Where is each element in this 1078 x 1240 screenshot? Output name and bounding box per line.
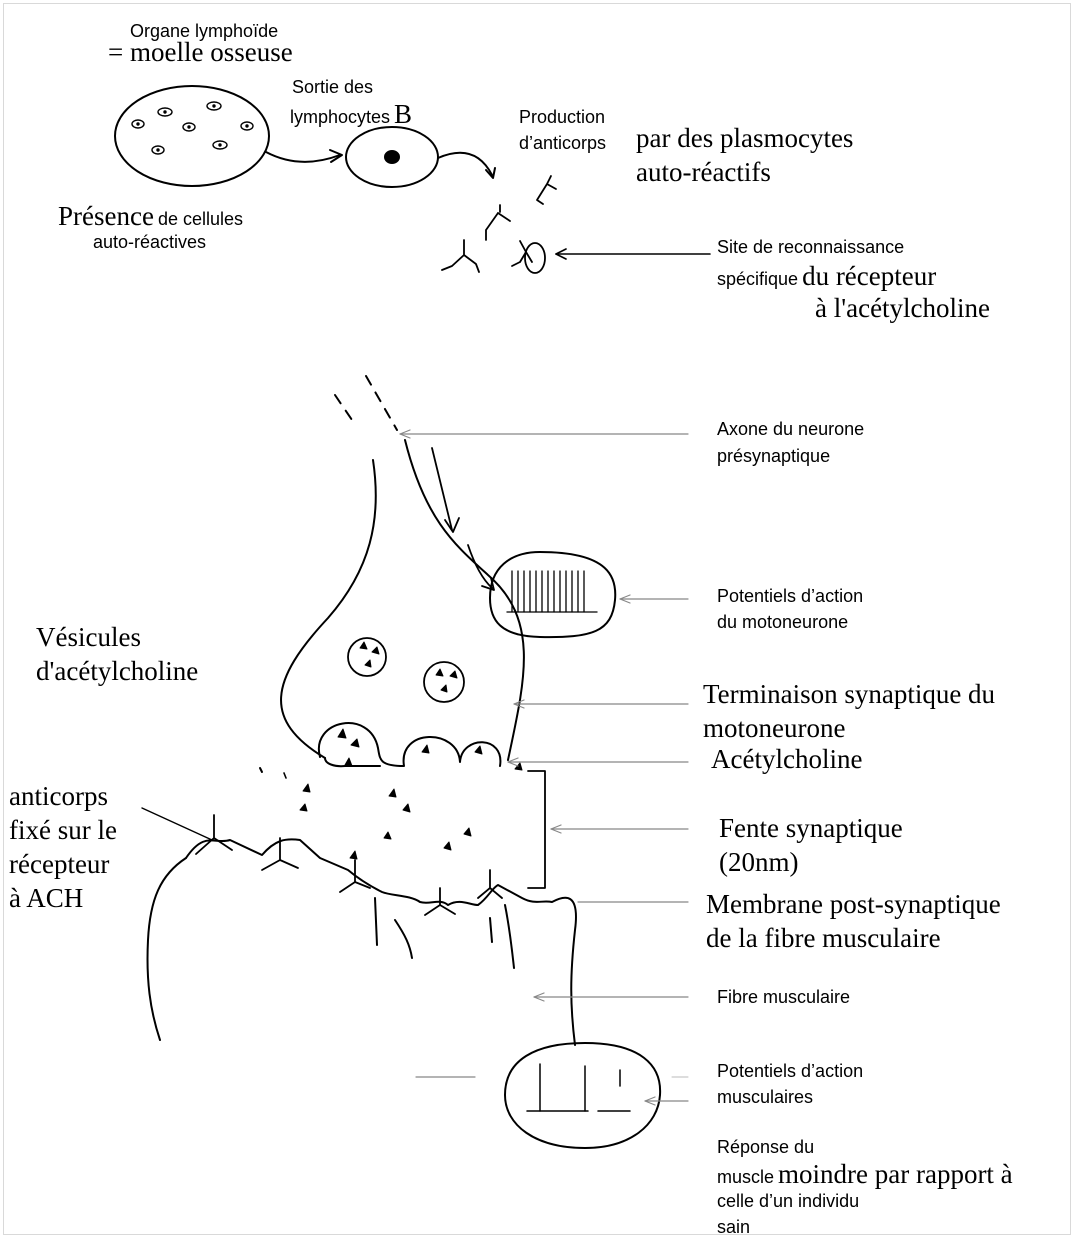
label-lymphocytes-b: lymphocytes B <box>290 100 412 128</box>
label-terminaison: Terminaison synaptique du <box>703 680 995 708</box>
label-pa-musculaires: Potentiels d’action <box>717 1062 863 1081</box>
label-sortie: Sortie des <box>292 78 373 97</box>
label-reponse-line2: muscle moindre par rapport à <box>717 1160 1013 1188</box>
label-bone-marrow: = moelle osseuse <box>108 38 293 66</box>
arrow-to-lymphocyte <box>266 152 340 162</box>
label-lymphocytes: lymphocytes <box>290 107 390 127</box>
bound-antibodies <box>196 815 502 915</box>
arrow-to-antibodies <box>438 153 492 175</box>
label-motoneurone: motoneurone <box>703 714 845 742</box>
label-anticorps-3: récepteur <box>9 850 109 878</box>
label-20nm: (20nm) <box>719 848 798 876</box>
bone-marrow-oval <box>115 86 269 186</box>
label-presynaptique: présynaptique <box>717 447 830 466</box>
label-presence: Présence de cellules <box>58 202 243 230</box>
label-presence-small: de cellules <box>158 209 243 229</box>
label-auto-reactifs: auto-réactifs <box>636 158 771 186</box>
label-membrane: Membrane post-synaptique <box>706 890 1001 918</box>
label-anticorps: d’anticorps <box>519 134 606 153</box>
label-musculaires: musculaires <box>717 1088 813 1107</box>
synaptic-cleft-bracket <box>528 771 545 888</box>
muscle-action-potentials <box>505 1043 660 1148</box>
recognition-site-circle <box>525 243 545 273</box>
anticorps-pointer-line <box>142 808 212 840</box>
label-acetylcholine-receptor: à l'acétylcholine <box>815 294 990 322</box>
label-vesicules: Vésicules <box>36 623 141 651</box>
lymphocyte-b <box>346 127 438 187</box>
label-presence-big: Présence <box>58 201 154 231</box>
label-plasmocytes: par des plasmocytes <box>636 124 853 152</box>
label-axone: Axone du neurone <box>717 420 864 439</box>
label-du-recepteur: du récepteur <box>802 261 936 291</box>
label-du-motoneurone: du motoneurone <box>717 613 848 632</box>
acetylcholine-vesicles <box>348 638 464 702</box>
label-fibre-musculaire-membrane: de la fibre musculaire <box>706 924 941 952</box>
motoneuron-action-potentials <box>490 552 615 637</box>
label-anticorps-2: fixé sur le <box>9 816 117 844</box>
label-site-reconnaissance: Site de reconnaissance <box>717 238 904 257</box>
label-fente: Fente synaptique <box>719 814 903 842</box>
exocytosis-vesicles <box>300 723 522 859</box>
label-sain: sain <box>717 1218 750 1237</box>
label-production: Production <box>519 108 605 127</box>
postsynaptic-membrane <box>148 839 576 1045</box>
label-acetylcholine: Acétylcholine <box>711 745 862 773</box>
label-moindre: moindre par rapport à <box>778 1159 1013 1189</box>
label-celle: celle d’un individu <box>717 1192 859 1211</box>
label-pa-motoneurone: Potentiels d’action <box>717 587 863 606</box>
antibodies-free <box>442 176 556 272</box>
label-auto-reactive-cells: auto-réactives <box>93 233 206 252</box>
label-specifique: spécifique <box>717 269 798 289</box>
label-reponse: Réponse du <box>717 1138 814 1157</box>
label-d-acetylcholine: d'acétylcholine <box>36 657 198 685</box>
label-site-line2: spécifique du récepteur <box>717 262 936 290</box>
label-anticorps-1: anticorps <box>9 782 108 810</box>
label-fibre-musculaire: Fibre musculaire <box>717 988 850 1007</box>
label-muscle: muscle <box>717 1167 774 1187</box>
label-anticorps-4: à ACH <box>9 884 83 912</box>
label-b: B <box>394 99 412 129</box>
